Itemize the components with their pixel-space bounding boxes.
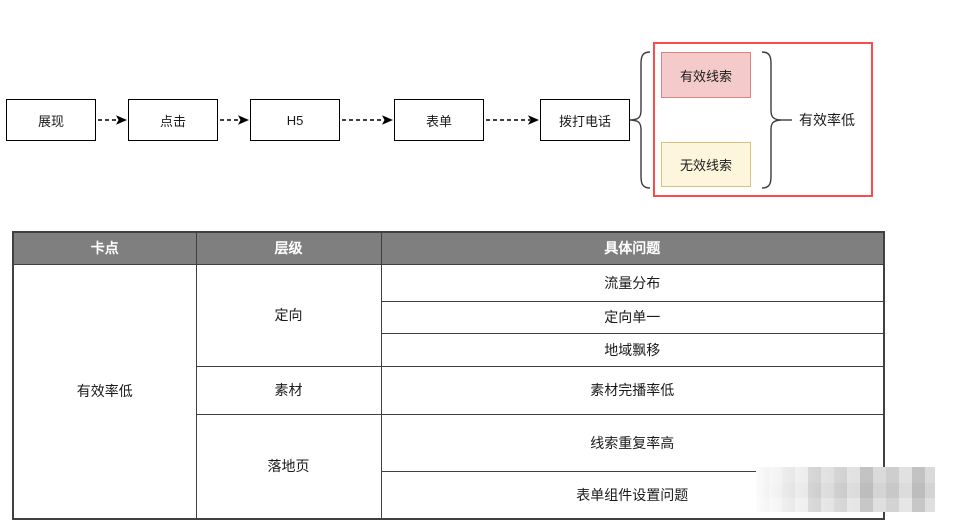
header-cell-problem: 具体问题: [380, 231, 885, 265]
valid-leads-label: 有效线索: [679, 68, 732, 84]
flow-step-impression: 展现: [6, 99, 96, 141]
invalid-leads-box: 无效线索: [661, 142, 751, 187]
table-row: 定向单一: [13, 300, 885, 334]
flow-step-h5: H5: [250, 99, 340, 141]
arrowhead-icon: [382, 115, 393, 125]
flow-step-label: 拨打电话: [558, 113, 611, 129]
level-cell-landing-page: 落地页: [195, 413, 382, 520]
table-row: 素材 素材完播率低: [13, 365, 885, 415]
flow-step-label: 点击: [159, 113, 186, 129]
table-header-row: 卡点 层级 具体问题: [12, 231, 885, 265]
flow-step-phone-call: 拨打电话: [540, 99, 630, 141]
header-cell-level: 层级: [195, 231, 382, 265]
left-brace: [630, 51, 651, 189]
pixelated-watermark: [756, 467, 935, 512]
highlight-red-frame: [653, 42, 873, 197]
problem-cell: 流量分布: [380, 263, 885, 302]
invalid-leads-label: 无效线索: [679, 158, 732, 173]
problem-cell: 定向单一: [380, 300, 885, 334]
low-efficiency-label: 有效率低: [799, 112, 855, 128]
header-cell-stuck-point: 卡点: [12, 231, 197, 265]
stuck-point-cell: 有效率低: [12, 263, 197, 520]
problem-cell: 线索重复率高: [380, 413, 885, 472]
flow-step-label: H5: [286, 112, 304, 128]
table-row: 有效率低 定向 流量分布: [12, 263, 885, 520]
problem-cell: 素材完播率低: [380, 365, 885, 415]
arrowhead-icon: [238, 115, 249, 125]
flow-step-label: 展现: [37, 113, 64, 129]
arrowhead-icon: [116, 115, 127, 125]
flow-step-click: 点击: [128, 99, 218, 141]
problem-cell: 地域飘移: [380, 332, 885, 367]
flow-step-label: 表单: [425, 113, 452, 129]
flow-connectors: [98, 51, 792, 189]
conversion-flow-diagram: 展现 点击 H5 表单 拨打电话 有效线索 无效线索 有效率低: [0, 0, 956, 225]
valid-leads-box: 有效线索: [661, 52, 751, 98]
problems-table: 卡点 层级 具体问题 有效率低 定向 流量分布 定向单一 地域飘移 素材 素材完…: [12, 231, 885, 520]
level-cell-targeting: 定向: [195, 263, 382, 367]
level-cell-material: 素材: [195, 365, 382, 415]
table-row: 落地页 线索重复率高: [13, 413, 885, 520]
flow-step-form: 表单: [394, 99, 484, 141]
arrowhead-icon: [528, 115, 539, 125]
